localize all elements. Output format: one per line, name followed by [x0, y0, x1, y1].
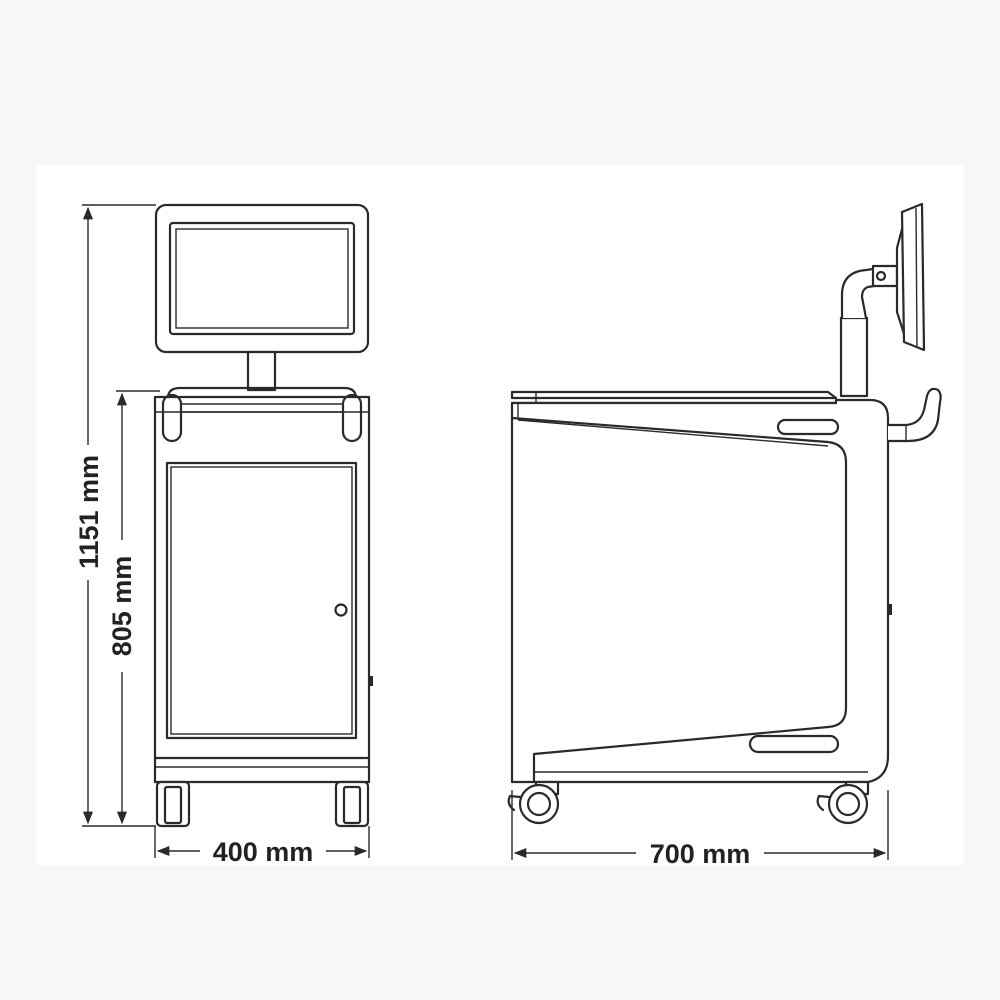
side-bottom-slot — [748, 734, 840, 754]
base-height-label: 805 mm — [107, 556, 137, 657]
front-cabinet-door — [165, 461, 358, 740]
side-monitor-arm — [839, 264, 899, 398]
dimension-width: 400 mm — [154, 826, 370, 867]
side-monitor — [895, 202, 926, 352]
dimension-base-height: 805 mm — [107, 390, 160, 825]
front-view — [153, 203, 373, 828]
side-cabinet-body — [510, 398, 892, 784]
front-cabinet — [153, 395, 373, 784]
dimension-overall-height: 1151 mm — [74, 204, 156, 827]
front-handle — [161, 386, 363, 443]
side-wheels — [507, 780, 870, 825]
front-wheels — [155, 780, 370, 828]
side-view — [507, 202, 942, 825]
front-monitor-post — [246, 350, 277, 392]
front-monitor — [154, 203, 370, 354]
overall-height-label: 1151 mm — [74, 455, 104, 569]
door-lock — [334, 603, 348, 617]
depth-label: 700 mm — [650, 839, 751, 869]
side-handle — [888, 387, 942, 443]
width-label: 400 mm — [213, 837, 314, 867]
side-top-slot — [776, 418, 840, 436]
dimension-depth: 700 mm — [511, 790, 889, 869]
side-top-tray — [510, 390, 838, 405]
